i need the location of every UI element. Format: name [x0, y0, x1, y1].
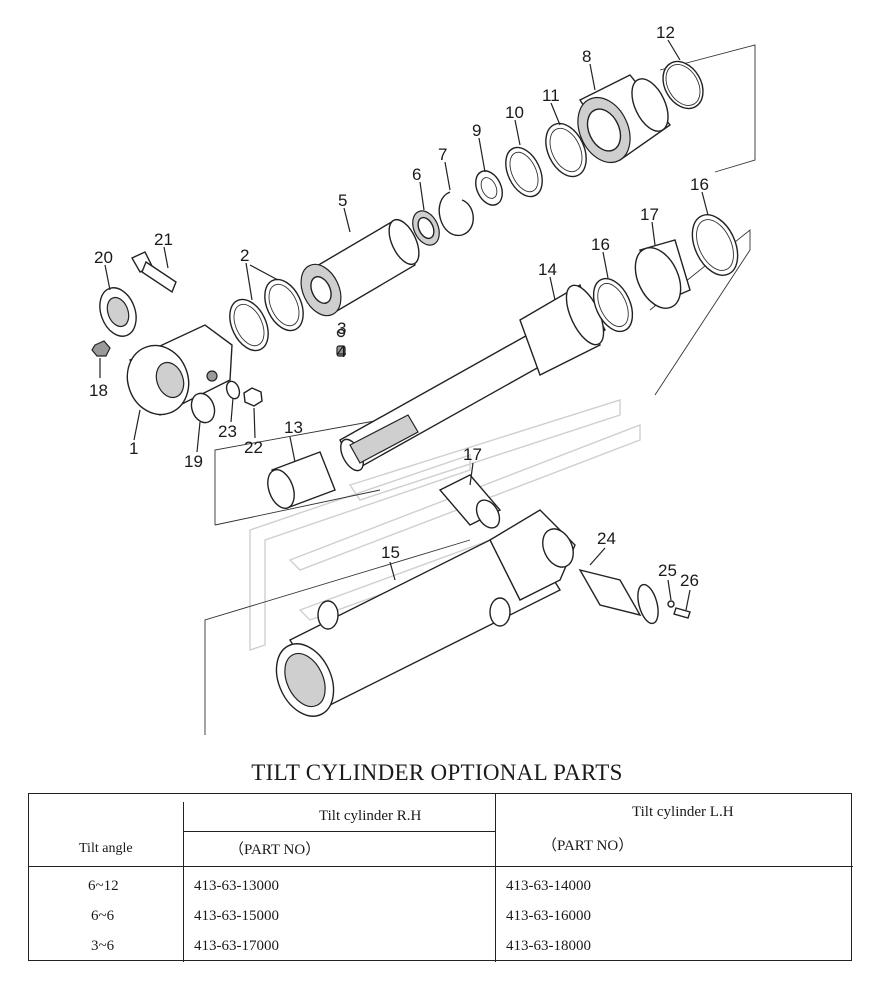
part-13-sleeve — [267, 451, 336, 509]
callout-14: 14 — [538, 260, 557, 279]
part-21-bush — [99, 287, 137, 337]
row-2-lh: 413-63-16000 — [506, 908, 591, 924]
row-3-rh: 413-63-17000 — [194, 938, 279, 954]
callout-5: 5 — [338, 191, 347, 210]
leader-lines — [99, 39, 709, 611]
part-23-nut — [243, 387, 263, 407]
part-4-set-screw — [336, 345, 346, 357]
part-27-bolt — [673, 607, 691, 619]
callout-10: 10 — [505, 103, 524, 122]
table-divider — [183, 831, 495, 833]
row-1-angle: 6~12 — [88, 878, 119, 894]
callout-26: 25 — [658, 561, 677, 580]
row-3-lh: 413-63-18000 — [506, 938, 591, 954]
assembly-guide-lines — [204, 44, 756, 735]
part-7-snap-ring — [438, 191, 474, 236]
callout-13: 13 — [284, 418, 303, 437]
header-lh-partno: （PART NO） — [542, 838, 634, 854]
row-2-rh: 413-63-15000 — [194, 908, 279, 924]
row-3-angle: 3~6 — [91, 938, 115, 954]
callout-19: 18 — [89, 381, 108, 400]
callout-16-lower: 16 — [591, 235, 610, 254]
header-tilt-angle: Tilt angle — [79, 841, 133, 856]
callout-1: 1 — [129, 439, 138, 458]
callout-9: 9 — [472, 121, 481, 140]
optional-parts-table: Tilt angle Tilt cylinder R.H （PART NO） T… — [28, 793, 853, 962]
callout-27: 26 — [680, 571, 699, 590]
callout-11: 11 — [542, 86, 560, 105]
part-24-washer — [225, 380, 241, 400]
table-title: TILT CYLINDER OPTIONAL PARTS — [251, 760, 623, 785]
part-9-ring — [475, 170, 503, 206]
part-6-bushing — [412, 210, 440, 246]
table-divider — [495, 794, 497, 962]
callout-20: 19 — [184, 452, 203, 471]
header-lh-label: Tilt cylinder L.H — [632, 804, 734, 820]
callout-4: 4 — [337, 342, 346, 361]
row-2-angle: 6~6 — [91, 908, 115, 924]
part-3-small-ball — [336, 328, 346, 338]
part-10-ring — [505, 146, 543, 198]
part-19-grease-nipple — [91, 340, 111, 357]
callout-3: 3 — [337, 319, 346, 338]
callout-24: 23 — [218, 422, 237, 441]
table-divider — [29, 866, 853, 868]
callout-7: 7 — [438, 145, 447, 164]
callout-18: 17 — [463, 445, 482, 464]
part-1-rod-end — [126, 324, 233, 416]
callout-2: 2 — [240, 246, 249, 265]
callout-23: 22 — [244, 438, 263, 457]
callout-25: 24 — [597, 529, 616, 548]
part-26-washer — [667, 600, 675, 608]
header-rh-label: Tilt cylinder R.H — [319, 808, 422, 824]
callout-12: 12 — [656, 23, 675, 42]
part-12-o-ring — [662, 60, 704, 110]
part-14-piston-rod — [339, 283, 606, 472]
part-25-pin — [578, 568, 659, 625]
callout-labels: 12 8 11 10 9 7 6 5 16 17 16 14 21 20 2 3… — [89, 23, 709, 590]
part-5-piston — [300, 218, 420, 317]
part-2-seal-rings — [229, 278, 304, 352]
callout-22: 21 — [154, 230, 173, 249]
callout-8: 8 — [582, 47, 591, 66]
part-17-bushing — [634, 239, 691, 309]
part-22-bolt — [131, 251, 177, 294]
part-20-snap-ring — [190, 392, 216, 424]
callout-15: 15 — [381, 543, 400, 562]
callout-6: 6 — [412, 165, 421, 184]
part-15-cylinder-tube — [275, 509, 576, 717]
row-1-rh: 413-63-13000 — [194, 878, 279, 894]
callout-16-upper: 16 — [690, 175, 709, 194]
callout-17: 17 — [640, 205, 659, 224]
part-18-pin — [438, 474, 502, 529]
table-divider — [183, 802, 185, 962]
part-11-ring — [545, 122, 587, 178]
part-16-ring-lower — [592, 277, 634, 333]
row-1-lh: 413-63-14000 — [506, 878, 591, 894]
part-8-rod-gland — [577, 74, 672, 164]
part-16-ring-upper — [691, 214, 739, 276]
exploded-parts-diagram: 12 8 11 10 9 7 6 5 16 17 16 14 21 20 2 3… — [89, 23, 756, 735]
header-rh-partno: （PART NO） — [229, 842, 321, 858]
callout-21: 20 — [94, 248, 113, 267]
